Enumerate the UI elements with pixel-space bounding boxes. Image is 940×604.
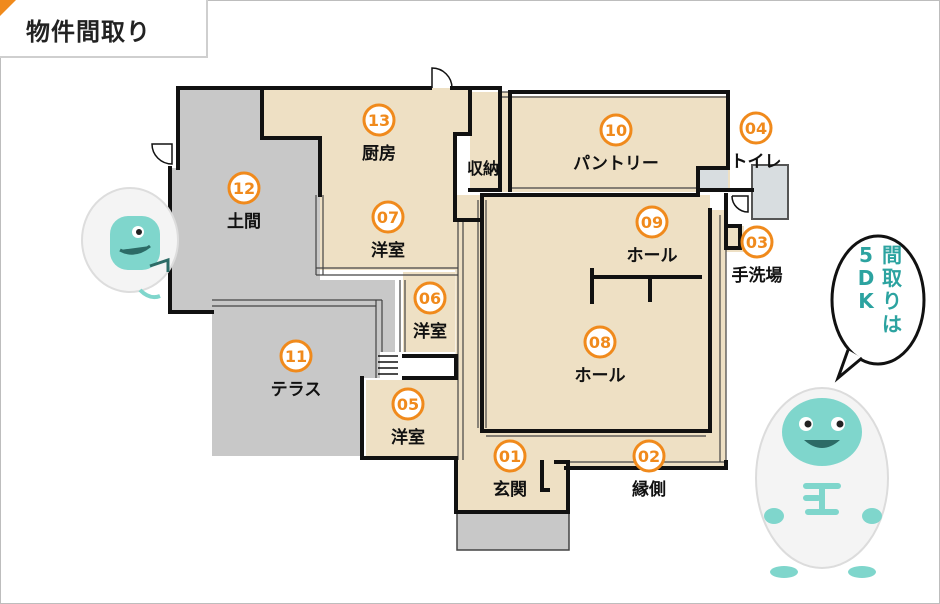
door-toilet [731, 195, 749, 213]
mascot-right [755, 387, 889, 578]
room-number-badge [739, 111, 773, 145]
room-name: 洋室 [371, 240, 405, 261]
speech-bubble-char: 間 [882, 243, 902, 267]
room-number: 08 [589, 333, 611, 352]
title-tab: 物件間取り [0, 0, 208, 58]
room-number-badge [279, 339, 313, 373]
room-name: 玄関 [493, 479, 527, 500]
room-number-badge [371, 200, 405, 234]
hall-floor [482, 195, 710, 431]
speech-bubble-char: り [882, 289, 902, 313]
room-name: テラス [271, 380, 322, 400]
toilet-fixture [751, 164, 789, 220]
room-number: 02 [638, 447, 660, 466]
room-number-badge [740, 225, 774, 259]
room-number: 10 [605, 121, 627, 140]
room-number-badge [413, 281, 447, 315]
room-name: パントリー [573, 154, 659, 174]
room-number-badge [583, 325, 617, 359]
mascot-left [81, 187, 179, 300]
room-number: 04 [745, 119, 767, 138]
room-name: ホール [627, 246, 678, 266]
room-name: 縁側 [632, 479, 666, 500]
room-number: 01 [499, 447, 521, 466]
speech-bubble-char: 5 [859, 243, 873, 267]
room-number: 06 [419, 289, 441, 308]
title-accent-corner [0, 0, 16, 16]
room-number: 09 [641, 213, 663, 232]
room-number: 11 [285, 347, 307, 366]
room-name: 厨房 [362, 143, 396, 164]
stairs [378, 355, 398, 375]
room-name: トイレ [731, 152, 782, 172]
door-kitchen [431, 67, 453, 89]
entrance-step [456, 511, 570, 551]
speech-bubble-char: は [882, 312, 902, 336]
speech-bubble-char: 取 [882, 266, 902, 290]
room-name: 手洗場 [732, 265, 783, 286]
storage-floor [470, 92, 510, 192]
speech-bubble-char: D [858, 266, 875, 290]
room-number-badge [362, 103, 396, 137]
room-number-badge [493, 439, 527, 473]
doors [151, 67, 749, 213]
room-name: 洋室 [391, 427, 425, 448]
room-number: 13 [368, 111, 390, 130]
kitchen-floor [262, 88, 470, 195]
room-markers: 13 厨房 12 土間 07 洋室 06 洋室 11 テラス 05 洋室 10 パントリー 09 ホール 08 ホ… [227, 103, 783, 500]
room-number-badge [227, 171, 261, 205]
room-number-badge [632, 439, 666, 473]
walls [168, 86, 754, 514]
room-number: 05 [397, 395, 419, 414]
speech-bubble [830, 234, 926, 383]
speech-bubble-char: K [858, 289, 875, 313]
door-doma [151, 143, 173, 165]
room-number: 07 [377, 208, 399, 227]
room-number: 12 [233, 179, 255, 198]
room-number: 03 [746, 233, 768, 252]
doma-floor [170, 88, 395, 352]
corridor-floor [455, 195, 726, 470]
floor-fills [170, 88, 789, 551]
storage-label: 収納 [467, 159, 499, 178]
page-title: 物件間取り [26, 18, 151, 46]
room-name: 洋室 [413, 321, 447, 342]
room-name: ホール [575, 366, 626, 386]
toilet-floor [698, 168, 728, 190]
terrace-floor [212, 300, 380, 456]
room-number-badge [391, 387, 425, 421]
room-number-badge [599, 113, 633, 147]
room-number-badge [635, 205, 669, 239]
room-name: 土間 [227, 211, 261, 232]
